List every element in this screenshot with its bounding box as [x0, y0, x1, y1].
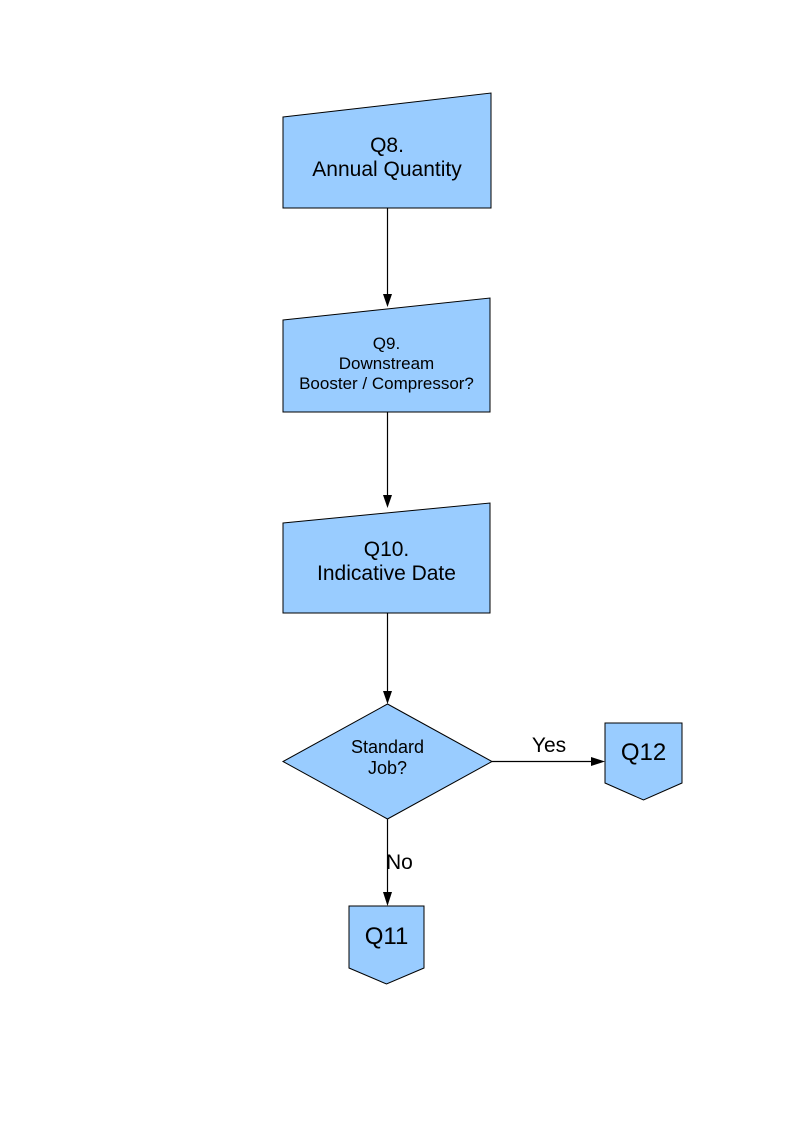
q9-label-line: Downstream: [338, 354, 435, 373]
decision-label-line: Job?: [367, 758, 408, 778]
q9-label-line: Booster / Compressor?: [299, 374, 474, 393]
arrowhead-down-icon: [383, 691, 392, 704]
q11-offpage-connector-shape: [348, 905, 425, 985]
arrow-q8-to-q9: [383, 208, 392, 307]
q9-label-line: Q9.: [372, 334, 401, 353]
q10-label-line: Q10.: [363, 538, 410, 561]
no-edge-label: No: [386, 851, 413, 874]
q10-label-line: Indicative Date: [317, 562, 456, 585]
arrowhead-down-icon: [383, 294, 392, 307]
arrowhead-down-icon: [383, 495, 392, 508]
yes-edge-label: Yes: [531, 734, 567, 757]
q9-node-shape: [282, 297, 491, 413]
q10-node-label: Q10. Indicative Date: [283, 538, 490, 586]
q8-label-line: Annual Quantity: [312, 158, 462, 181]
arrowhead-right-icon: [591, 757, 605, 766]
q12-offpage-connector-shape: [604, 722, 683, 801]
arrowhead-down-icon: [383, 892, 392, 906]
arrow-q9-to-q10: [383, 412, 392, 508]
arrow-q10-to-decision: [383, 613, 392, 704]
q11-node-label: Q11: [364, 923, 409, 950]
q8-node-shape: [282, 92, 492, 209]
arrow-decision-no-to-q11: [383, 819, 392, 906]
q10-node-shape: [282, 502, 491, 614]
q8-node-label: Q8. Annual Quantity: [283, 134, 491, 182]
q12-node-label: Q12: [620, 739, 667, 766]
q9-node-label: Q9. Downstream Booster / Compressor?: [283, 334, 490, 394]
q8-label-line: Q8.: [370, 134, 404, 157]
standard-job-decision-label: Standard Job?: [283, 737, 492, 779]
arrow-decision-yes-to-q12: [492, 757, 605, 766]
decision-label-line: Standard: [350, 737, 425, 757]
standard-job-decision-shape: [281, 703, 494, 820]
